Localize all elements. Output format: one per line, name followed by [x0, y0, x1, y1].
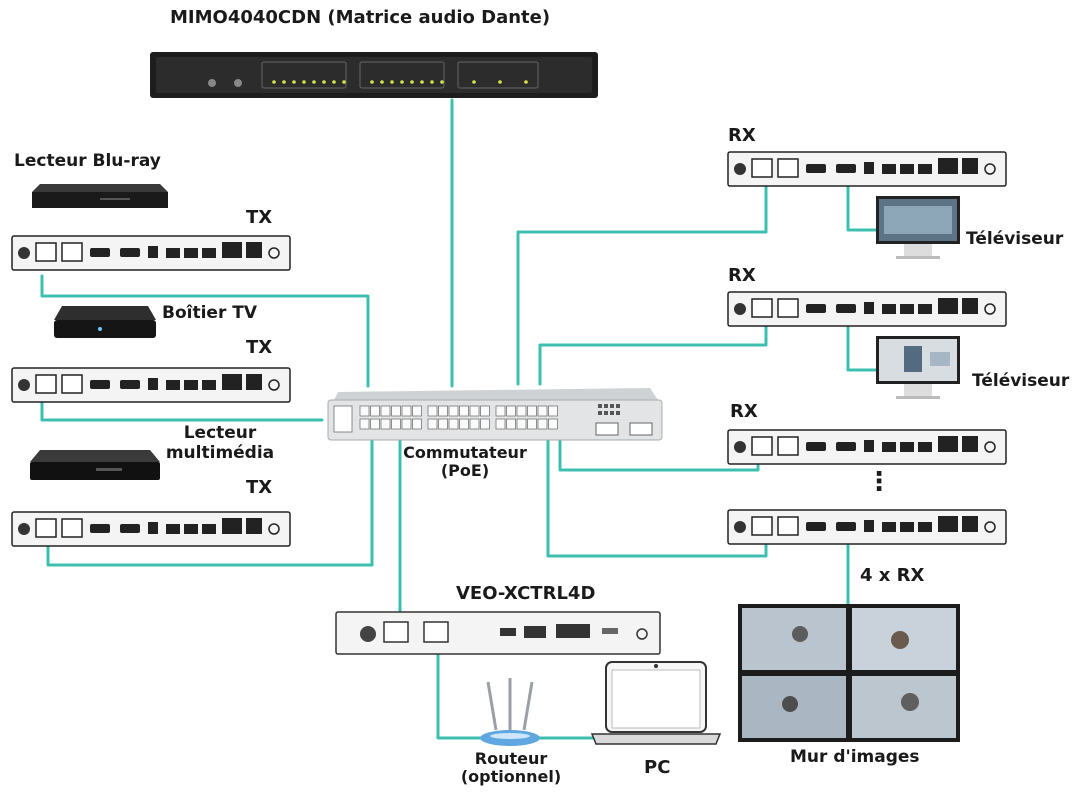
label-switch-line1: Commutateur: [403, 443, 527, 462]
label-switch-line2: (PoE): [440, 461, 490, 481]
cable-rx1-to-tv: [846, 184, 882, 232]
label-media-player: Lecteur multimédia: [150, 423, 290, 463]
label-rx-2: RX: [728, 265, 756, 286]
label-pc: PC: [644, 757, 671, 778]
tx-unit-1: [11, 235, 291, 271]
label-switch: Commutateur (PoE): [390, 443, 540, 481]
laptop-pc-icon: [590, 661, 722, 745]
rx-unit-4: [727, 509, 1007, 545]
tv-box-icon: [54, 306, 156, 338]
media-player-icon: [30, 450, 160, 480]
label-router-line2: (optionnel): [460, 767, 562, 787]
video-wall-icon: [738, 604, 960, 742]
label-ellipsis: ⋮: [866, 467, 892, 497]
cable-switch-to-rx1: [516, 184, 768, 386]
poe-switch: [327, 388, 663, 441]
label-tv-1: Téléviseur: [966, 229, 1064, 249]
diagram-title: MIMO4040CDN (Matrice audio Dante): [170, 7, 551, 28]
label-router-line1: Routeur: [474, 749, 548, 768]
label-rx-3: RX: [730, 401, 758, 422]
television-1-icon: [876, 196, 960, 259]
label-rx-count: 4 x RX: [860, 565, 925, 586]
veo-xctrl4d-controller: [335, 611, 661, 655]
cable-tx1-to-switch: [40, 274, 370, 388]
rx-unit-1: [727, 151, 1007, 187]
label-tv-box: Boîtier TV: [162, 303, 258, 323]
label-tx-3: TX: [246, 477, 273, 498]
label-media-player-line1: Lecteur: [183, 423, 257, 443]
tx-unit-3: [11, 511, 291, 547]
bluray-player-icon: [32, 184, 168, 208]
label-tx-2: TX: [246, 337, 273, 358]
cable-tx3-to-switch: [46, 436, 374, 567]
label-rx-1: RX: [728, 125, 756, 146]
television-2-icon: [876, 336, 960, 399]
rx-unit-3: [727, 429, 1007, 465]
cable-rx2-to-tv: [846, 325, 882, 372]
label-bluray-player: Lecteur Blu-ray: [14, 151, 161, 171]
cable-switch-to-rx4: [546, 436, 768, 558]
rx-unit-2: [727, 291, 1007, 327]
router-icon: [480, 678, 540, 746]
mimo4040cdn-matrix: [150, 52, 598, 98]
label-video-wall: Mur d'images: [790, 747, 920, 767]
label-tx-1: TX: [246, 207, 273, 228]
label-router: Routeur (optionnel): [436, 749, 586, 787]
cable-tx2-to-switch: [40, 398, 324, 422]
label-media-player-line2: multimédia: [165, 442, 275, 463]
label-tv-2: Téléviseur: [972, 371, 1070, 391]
label-controller: VEO-XCTRL4D: [456, 583, 596, 604]
cable-switch-to-rx3: [558, 436, 760, 472]
tx-unit-2: [11, 367, 291, 403]
cable-switch-to-rx2: [538, 325, 768, 386]
